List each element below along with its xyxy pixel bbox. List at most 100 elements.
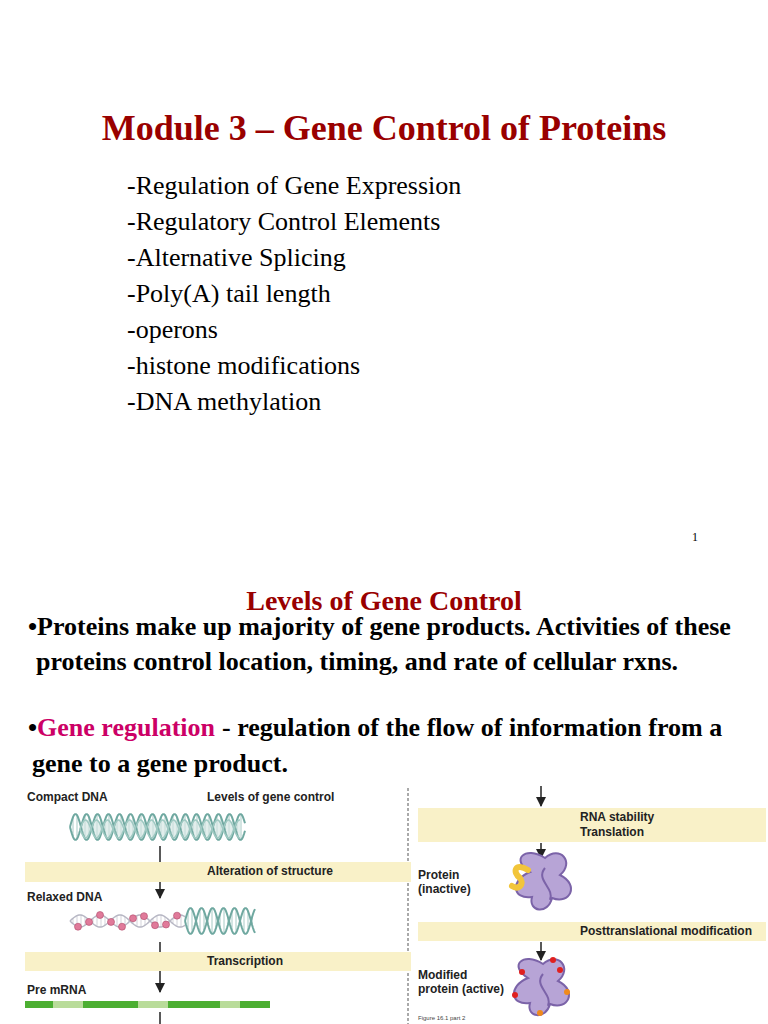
topic-item: -Poly(A) tail length [127, 278, 687, 309]
dna-rung [143, 822, 144, 836]
dna-rung [228, 917, 229, 924]
dna-rung [99, 822, 100, 836]
dna-rung [141, 814, 142, 840]
histone-bead [130, 915, 137, 922]
dna-rung [173, 918, 174, 923]
histone-bead [108, 918, 115, 925]
bullet-text: • [28, 713, 37, 742]
dna-rung [244, 909, 245, 933]
dna-rung [217, 815, 218, 839]
pre-mrna-bar [25, 1001, 270, 1008]
dna-rung [224, 908, 225, 934]
compact-dna [70, 814, 245, 840]
dna-rung [211, 826, 212, 831]
dna-rung [87, 821, 88, 837]
dna-rung [119, 820, 120, 838]
dna-rung [181, 915, 182, 927]
dna-strand [80, 820, 240, 838]
dna-rung [97, 814, 98, 840]
dna-rung [83, 822, 84, 836]
page-number: 1 [692, 530, 712, 544]
bullet-text: •Proteins make up majority of gene produ… [28, 609, 768, 679]
dna-rung [129, 920, 130, 922]
dna-rung [192, 909, 193, 933]
modified-protein [512, 957, 570, 1016]
dna-rung [236, 909, 237, 933]
dna-rung [171, 822, 172, 836]
dna-rung [207, 820, 208, 838]
dna-rung [188, 911, 189, 931]
dna-rung [227, 821, 228, 837]
dna-rung [183, 821, 184, 837]
dna-rung [191, 826, 192, 831]
topic-item: -Regulatory Control Elements [127, 206, 687, 237]
dna-rung [216, 914, 217, 928]
dna-rung [229, 814, 230, 840]
band-label: Translation [580, 825, 766, 840]
dna-rung [219, 821, 220, 837]
band-label: Transcription [207, 954, 411, 969]
histone-bead [163, 921, 170, 928]
dna-rung [185, 814, 186, 840]
dna-rung [167, 826, 168, 831]
dna-rung [173, 815, 174, 839]
process-band: Posttranslational modification [418, 922, 766, 941]
band-label: RNA stability [580, 810, 766, 825]
dna-rung [147, 826, 148, 831]
process-band: Alteration of structure [25, 862, 411, 882]
band-label: Alteration of structure [207, 864, 411, 879]
stage-label: Protein (inactive) [418, 868, 496, 897]
dna-rung [200, 909, 201, 933]
figure-heading: Levels of gene control [207, 790, 397, 804]
flow-arrow [159, 1012, 161, 1024]
dna-strand [80, 820, 240, 838]
dna-rung [215, 822, 216, 836]
dna-strand [185, 908, 255, 934]
dna-rung [85, 815, 86, 839]
dna-rung [204, 911, 205, 931]
dna-rung [117, 916, 118, 927]
dna-strand [70, 814, 245, 840]
topic-item: -histone modifications [127, 350, 687, 381]
dna-rung [252, 917, 253, 924]
dna-rung [241, 814, 242, 840]
dna-rung [103, 826, 104, 831]
dna-rung [73, 918, 74, 923]
dna-rung [199, 824, 200, 834]
dna-rung [159, 824, 160, 834]
dna-rung [115, 824, 116, 834]
flow-arrow [540, 786, 542, 806]
histone-bead [174, 912, 181, 919]
stage-label: Modified protein (active) [418, 968, 508, 997]
histone-bead [97, 912, 104, 919]
dna-rung [155, 824, 156, 834]
dna-rung [123, 826, 124, 831]
histone-bead [86, 918, 93, 925]
dna-rung [107, 820, 108, 838]
dna-rung [125, 917, 126, 925]
dna-rung [131, 821, 132, 837]
stage-label: Pre mRNA [27, 983, 147, 997]
inactive-protein [512, 853, 571, 910]
histone-bead [141, 913, 148, 920]
dna-rung [220, 914, 221, 928]
dna-rung [127, 822, 128, 836]
dna-rung [73, 817, 74, 837]
dna-rung [175, 821, 176, 837]
stage-label: Compact DNA [27, 790, 147, 804]
dna-rung [231, 822, 232, 836]
dna-rung [161, 915, 162, 927]
figure-credit: Figure 16.1 part 2 [418, 1015, 538, 1022]
stage-label: Relaxed DNA [27, 890, 147, 904]
slide-title: Module 3 – Gene Control of Proteins [0, 106, 768, 150]
dna-rung [212, 908, 213, 934]
dna-rung [163, 820, 164, 838]
panel-divider [408, 788, 409, 1024]
dna-rung [111, 824, 112, 834]
dna-rung [149, 920, 150, 922]
bullet-paragraph: •Gene regulation- regulation of the flow… [28, 710, 768, 782]
histone-bead [75, 923, 82, 930]
dna-rung [195, 820, 196, 838]
topic-item: -Alternative Splicing [127, 242, 687, 273]
